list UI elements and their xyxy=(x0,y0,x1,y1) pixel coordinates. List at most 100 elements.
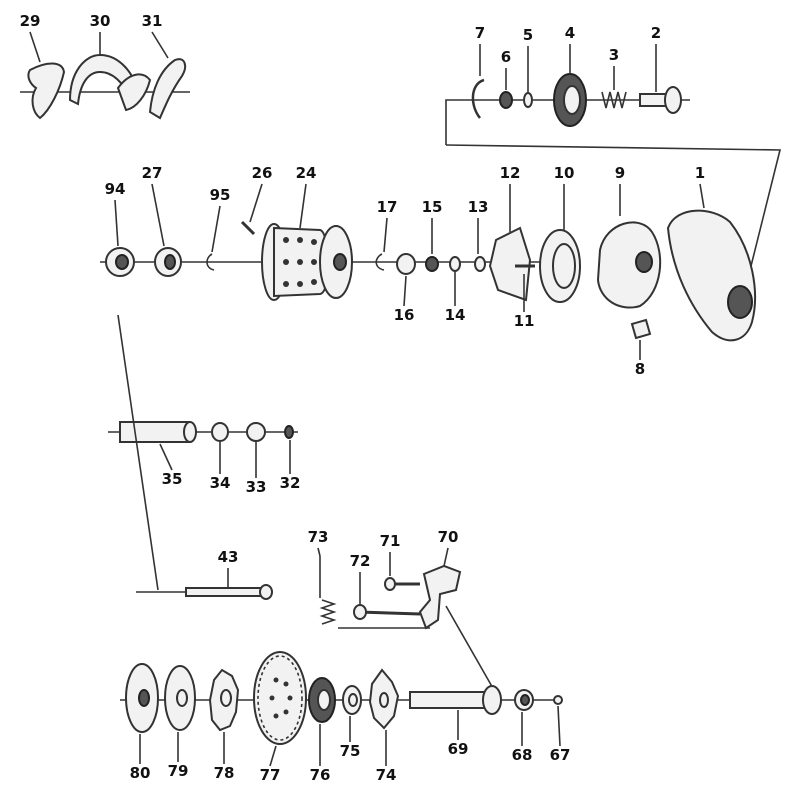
leader-lines xyxy=(29,31,705,767)
leader-line-part-29 xyxy=(29,31,41,63)
part-24-spool-holes xyxy=(283,237,317,287)
part-76-ratchet-inner xyxy=(317,689,331,711)
part-label-68: 68 xyxy=(512,746,533,764)
part-label-75: 75 xyxy=(340,742,361,760)
part-77-gear-teeth xyxy=(257,655,303,741)
part-label-72: 72 xyxy=(350,552,371,570)
part-29-guide-left xyxy=(27,62,66,120)
part-17-clip xyxy=(375,253,385,271)
part-label-2: 2 xyxy=(651,24,661,42)
part-label-74: 74 xyxy=(376,766,397,784)
part-label-43: 43 xyxy=(218,548,239,566)
leader-line-part-1 xyxy=(699,183,705,209)
part-77-gear-holes xyxy=(269,677,293,719)
part-15-washer xyxy=(425,256,439,272)
part-26-pin xyxy=(240,220,256,236)
part-1-side-cover xyxy=(666,209,757,342)
main-gear-assembly xyxy=(120,651,563,745)
part-69-shaft-gear xyxy=(482,685,502,715)
part-label-27: 27 xyxy=(142,164,163,182)
leader-line-part-17 xyxy=(383,217,388,253)
part-9-side-plate xyxy=(596,221,662,309)
part-72-pin xyxy=(357,610,421,616)
part-75-washer-hole xyxy=(348,693,358,707)
part-label-35: 35 xyxy=(162,470,183,488)
part-27-bearing-inner xyxy=(164,254,176,270)
part-6-washer xyxy=(499,91,513,109)
part-72-pin-head xyxy=(353,604,367,620)
shaft-43-group xyxy=(136,584,273,600)
part-label-9: 9 xyxy=(615,164,625,182)
part-label-29: 29 xyxy=(20,12,41,30)
part-label-94: 94 xyxy=(105,180,126,198)
part-35-sleeve xyxy=(119,421,191,443)
part-label-8: 8 xyxy=(635,360,645,378)
part-label-12: 12 xyxy=(500,164,521,182)
part-30-guide-bar xyxy=(116,73,152,112)
part-label-1: 1 xyxy=(695,164,705,182)
part-label-95: 95 xyxy=(210,186,231,204)
leader-line-part-26 xyxy=(249,183,263,223)
leader-line-part-31 xyxy=(151,31,169,59)
part-79-washer-hole xyxy=(176,689,188,707)
part-67-ball xyxy=(553,695,563,705)
part-label-77: 77 xyxy=(260,766,281,784)
part-7-clip xyxy=(471,78,485,119)
part-label-24: 24 xyxy=(296,164,317,182)
pinion-shaft-group xyxy=(108,314,298,591)
part-10-brake-ring-inner xyxy=(552,243,576,289)
part-label-5: 5 xyxy=(523,26,533,44)
part-label-4: 4 xyxy=(565,24,575,42)
leader-line-part-27 xyxy=(151,183,165,247)
part-31-guide-right xyxy=(148,58,187,120)
part-label-80: 80 xyxy=(130,764,151,782)
part-2-screw xyxy=(639,93,669,107)
part-35-sleeve-end xyxy=(183,421,197,443)
leader-line-part-24 xyxy=(299,183,307,229)
part-74-star-hole xyxy=(379,692,389,708)
part-label-10: 10 xyxy=(554,164,575,182)
part-94-bearing-inner xyxy=(115,254,129,270)
part-label-17: 17 xyxy=(377,198,398,216)
part-label-30: 30 xyxy=(90,12,111,30)
part-80-washer-hole xyxy=(138,689,150,707)
leader-line-part-73 xyxy=(317,547,321,557)
part-13-washer xyxy=(474,256,486,272)
part-9-side-plate-hub xyxy=(635,251,653,273)
part-label-15: 15 xyxy=(422,198,443,216)
part-label-31: 31 xyxy=(142,12,163,30)
part-14-washer xyxy=(449,256,461,272)
leader-line-part-95 xyxy=(211,205,221,253)
part-label-70: 70 xyxy=(438,528,459,546)
leader-line-part-77 xyxy=(269,745,277,767)
part-label-13: 13 xyxy=(468,198,489,216)
part-label-32: 32 xyxy=(280,474,301,492)
part-32-ring xyxy=(284,425,294,439)
part-2-screw-head xyxy=(664,86,682,114)
part-label-69: 69 xyxy=(448,740,469,758)
part-95-clip xyxy=(206,253,215,271)
part-label-71: 71 xyxy=(380,532,401,550)
leader-line-part-70 xyxy=(443,547,449,567)
part-69-shaft xyxy=(409,691,493,709)
part-label-26: 26 xyxy=(252,164,273,182)
part-label-76: 76 xyxy=(310,766,331,784)
part-12-plate xyxy=(488,226,532,302)
leader-line-part-94 xyxy=(114,199,119,247)
part-43-shaft xyxy=(185,587,263,597)
part-77-main-gear xyxy=(253,651,307,745)
part-label-7: 7 xyxy=(475,24,485,42)
leader-line-part-16 xyxy=(403,275,407,307)
part-4-bearing-inner xyxy=(563,85,581,115)
part-label-14: 14 xyxy=(445,306,466,324)
part-8-knob xyxy=(630,318,652,340)
handle-shaft-group xyxy=(445,73,782,311)
part-70-yoke xyxy=(418,564,462,630)
part-1-cover-cap xyxy=(727,285,753,319)
leader-line-part-67 xyxy=(557,705,561,747)
part-68-bearing-inner xyxy=(520,694,530,706)
part-16-bearing xyxy=(396,253,416,275)
part-5-ring xyxy=(523,92,533,108)
